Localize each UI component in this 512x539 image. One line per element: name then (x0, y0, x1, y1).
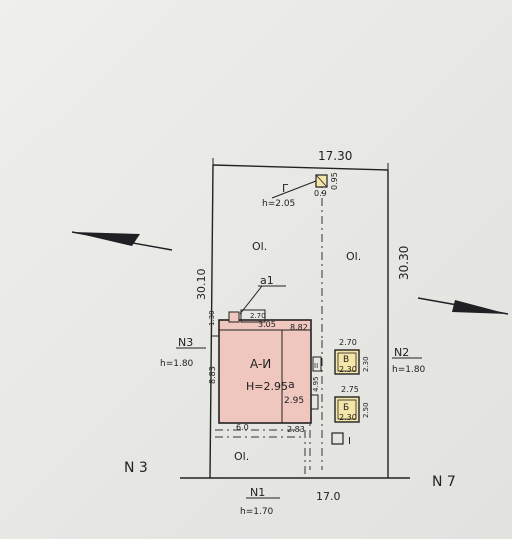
shed-g (271, 174, 328, 199)
shed-g-label: Г (282, 182, 289, 195)
annex-label: a (288, 378, 295, 391)
house-width-bottom-left-label: 6.0 (236, 423, 249, 432)
marker-1-box (331, 432, 344, 445)
plot-boundary (180, 164, 410, 479)
shed-g-depth-label: 0.95 (330, 172, 339, 190)
shed-g-height-label: h=2.05 (262, 199, 295, 209)
yard-label-3: Ol. (234, 450, 249, 463)
plot-boundary-left (209, 164, 214, 479)
annex-value-label: 2.95 (284, 396, 304, 406)
shed-v (334, 349, 360, 375)
shed-v-label: В (343, 355, 349, 365)
house-side-step (310, 394, 319, 410)
arrow-right (417, 297, 509, 315)
shed-b-label: Б (343, 403, 349, 413)
marker-1-label: I (348, 436, 351, 447)
annex-callout-label: a1 (260, 274, 274, 287)
neighbor-n2-height: h=1.80 (392, 365, 426, 375)
house-a (212, 309, 319, 424)
yard-label-1: Ol. (252, 240, 267, 253)
house-porch (240, 309, 266, 323)
house-label: A-И (250, 357, 271, 371)
street-left-label: N 3 (124, 460, 148, 476)
house-outline (218, 319, 312, 424)
neighbor-n2-label: N2 (394, 346, 409, 359)
top-dimension-ticks (212, 158, 389, 177)
shed-b-outline (334, 396, 360, 423)
shed-v-value-label: 2.30 (339, 365, 357, 374)
shed-g-leader (271, 180, 317, 199)
neighbor-n1-height: h=1.70 (240, 507, 274, 517)
shed-v-side-dim-label: 2.30 (362, 356, 370, 372)
shed-b-value-label: 2.30 (339, 413, 357, 422)
shed-b-top-dim-label: 2.75 (341, 385, 359, 394)
yard-label-2: Ol. (346, 250, 361, 263)
house-notch-label: 2.70 (250, 312, 266, 320)
neighbor-n3-height: h=1.80 (160, 359, 194, 369)
house-right-height-label: 4.95 (312, 376, 320, 392)
shed-b (334, 396, 360, 423)
house-chimney (228, 311, 240, 323)
bottom-width-label: 17.0 (316, 490, 341, 503)
house-width-top-right-label: 8.82 (290, 323, 308, 332)
north-arrow-left (71, 231, 173, 251)
shed-g-width-label: 0.9 (314, 189, 327, 198)
annex-callout-leader (239, 285, 263, 315)
street-right-label: N 7 (432, 474, 456, 490)
shed-v-top-dim-label: 2.70 (339, 338, 357, 347)
left-length-label: 30.10 (195, 269, 208, 301)
marker-2-label: II (314, 362, 318, 370)
house-height-label: H=2.95 (246, 380, 288, 393)
neighbor-n3-label: N3 (178, 336, 193, 349)
marker-2-box (312, 356, 322, 372)
house-left-small-label: 1.30 (208, 310, 216, 326)
right-length-label: 30.30 (397, 246, 411, 280)
house-left-height-label: 8.83 (208, 366, 217, 384)
neighbor-n1-label: N1 (250, 486, 265, 499)
top-width-label: 17.30 (318, 149, 352, 163)
shed-v-outline (334, 349, 360, 375)
house-width-bottom-right-label: 2.83 (287, 425, 305, 434)
shed-b-side-dim-label: 2.50 (362, 402, 370, 418)
plot-boundary-top (212, 164, 389, 171)
house-width-top-label: 3.05 (258, 320, 276, 329)
